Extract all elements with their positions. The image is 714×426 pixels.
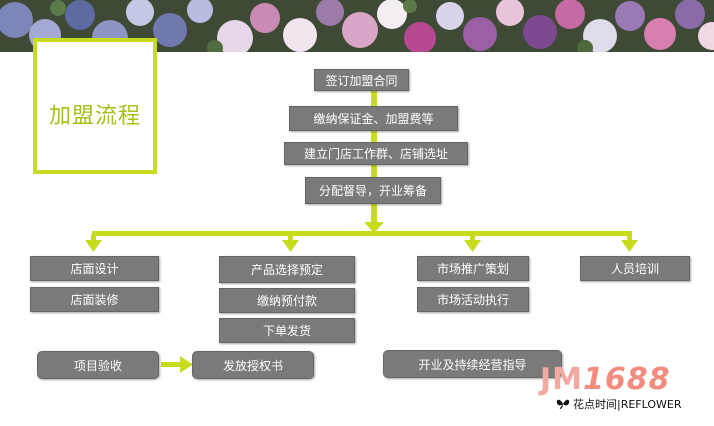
col2-item-3: 下单发货: [219, 318, 355, 343]
page-title: 加盟流程: [48, 104, 141, 129]
brand-label: 花点时间|REFLOWER: [556, 396, 682, 412]
step-pay-fees: 缴纳保证金、加盟费等: [289, 106, 458, 131]
step-sign-contract: 签订加盟合同: [314, 69, 409, 91]
bottom-authorization: 发放授权书: [192, 351, 314, 379]
step-assign-supervisor: 分配督导，开业筹备: [305, 177, 441, 204]
branch-4-arrow: [621, 240, 638, 252]
col4-item-1: 人员培训: [580, 256, 690, 281]
butterfly-icon: [556, 399, 570, 409]
watermark-num: 1688: [583, 362, 671, 397]
watermark-jm: JM: [540, 362, 584, 397]
flower-banner: [0, 0, 714, 52]
branch-line: [92, 231, 632, 236]
col3-item-1: 市场推广策划: [417, 256, 529, 281]
brand-text: 花点时间|REFLOWER: [573, 398, 682, 411]
branch-2-line: [288, 234, 293, 242]
branch-2-arrow: [282, 240, 299, 252]
bottom-arrow-line: [161, 362, 181, 367]
col1-item-2: 店面装修: [30, 287, 159, 312]
bottom-acceptance: 项目验收: [37, 351, 159, 379]
branch-1-arrow: [85, 240, 102, 252]
branch-4-line: [627, 234, 632, 242]
bottom-arrow-head: [180, 356, 193, 373]
col2-item-1: 产品选择预定: [219, 256, 355, 283]
spine-arrow: [364, 222, 384, 233]
branch-1-line: [91, 234, 96, 242]
col1-item-1: 店面设计: [30, 256, 159, 281]
branch-3-arrow: [464, 240, 481, 252]
branch-3-line: [470, 234, 475, 242]
step-build-store-group: 建立门店工作群、店铺选址: [284, 142, 468, 165]
title-box: 加盟流程: [33, 38, 157, 174]
jm1688-watermark: JM1688: [540, 362, 671, 397]
bottom-operation-guidance: 开业及持续经营指导: [383, 350, 562, 378]
col3-item-2: 市场活动执行: [417, 287, 529, 312]
col2-item-2: 缴纳预付款: [219, 288, 355, 313]
